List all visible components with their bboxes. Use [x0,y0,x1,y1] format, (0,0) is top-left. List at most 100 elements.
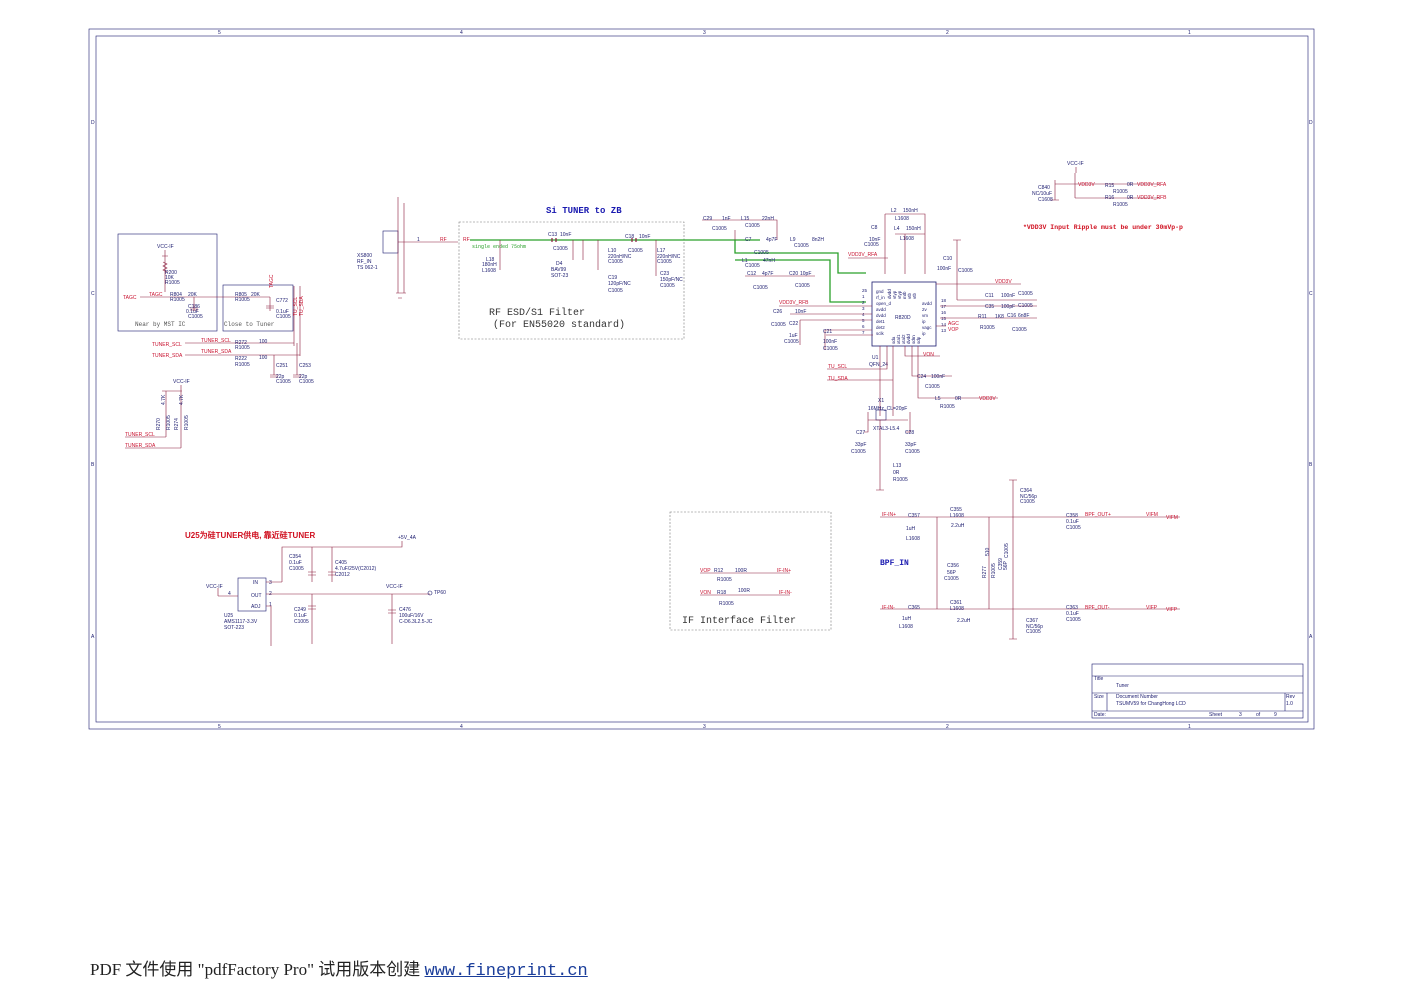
u1-pin-top: vtb [912,292,917,299]
l2-ref: L2 [891,208,897,214]
c19-val: 120pF/NC [608,281,631,287]
tuner-scl-net: TUNER_SCL [152,342,182,348]
c359-val: 56P [1003,560,1009,570]
r15-val: 0R [1127,182,1134,188]
u1-pin-left: det1 [876,319,885,324]
vdd3v-rfa-net-2: VDD3V_RFA [1137,182,1167,188]
l15-pkg: C1005 [745,223,760,229]
c35-val: 100pF [1001,304,1015,310]
close-tuner-box [222,284,294,332]
u25-pin3: 3 [269,580,272,586]
c249-ref: C249 [294,607,306,613]
r222-ref: R222 [235,356,247,362]
c21-pkg: C1005 [823,346,838,352]
c19-pkg: C1005 [608,288,623,294]
u1-pin-left: rf_in [876,295,885,300]
u1-pin-right: vagc [922,325,932,330]
l2-pkg: L1608 [895,216,909,222]
c357-val: 1uH [906,526,916,532]
d4-val: BAV99 [551,267,566,273]
outer-border [88,28,1315,730]
d4-ref: D4 [556,261,563,267]
rev-value: 1.0 [1286,701,1293,707]
c253-pkg: C1005 [299,379,314,385]
c21-ref: C21 [823,329,832,335]
bpf-out-n-net: BPF_OUT- [1085,605,1110,611]
c357-pkg: L1608 [906,536,920,542]
u1-pin-right: ip [922,319,926,324]
l15-val: 22nH [762,216,774,222]
c361-ref: C361 [950,600,962,606]
c840-val: NC/10uF [1032,191,1052,197]
c27-ref: C27 [856,430,865,436]
r12-ref: R12 [714,568,723,574]
u1-pkg: QFN_24 [869,362,888,368]
c840-pkg: C1608 [1038,197,1053,203]
c365-val: 1uH [902,616,912,622]
near-mst-label: Near by MST IC [135,321,186,328]
l15-ref: L15 [741,216,750,222]
footer-link[interactable]: www.fineprint.cn [424,962,588,981]
u1-pin-left: dvdd [876,313,886,318]
u1-pin-bottom: sdrn [911,335,916,344]
tuner-scl-net-2: TUNER_SCL [201,338,231,344]
u25-val: AMS1117-3.3V [224,619,258,625]
u1-pin-num-left: 2 [862,300,865,305]
tu-sda-net: TU_SDA [828,376,848,382]
r272-pkg: R1005 [235,345,250,351]
vcc-if-label-4: VCC-IF [206,584,223,590]
l2-val: 150nH [903,208,918,214]
c10-ref: C10 [943,256,952,262]
l17-val: 220nH/NC [657,254,681,260]
r277-pkg: R1005 [991,563,997,578]
u1-pin-bottom: sdp [916,336,921,344]
docnum-value: TSUMV59 for ChangHong LCD [1116,701,1186,707]
c35-pkg: C1005 [1018,303,1033,309]
sheet-total: 9 [1274,712,1277,718]
u25-pkg: SOT-223 [224,625,244,631]
l4-ref: L4 [894,226,900,232]
u1-pin-top: vtyp [892,290,897,299]
vcc-if-label-3: VCC-IF [1067,161,1084,167]
zone-number-bottom: 1 [1188,724,1191,730]
r804-pkg: R1005 [170,297,185,303]
c772-val: 0.1uF [276,309,289,315]
zone-letter-left: B [91,462,95,468]
l13-val: 0R [893,470,900,476]
r16-val: 0R [1127,195,1134,201]
rf-filter-title-1: RF ESD/S1 Filter [489,307,585,319]
c7-ref: C7 [745,237,752,243]
c19-ref: C19 [608,275,617,281]
tp60-label: TP60 [434,590,446,596]
c186-pkg: C1005 [188,314,203,320]
l1-ref: L1 [742,258,748,264]
u1-pin-bottom: sda [891,336,896,344]
u1-pin-top: vtyp [897,290,902,299]
r12-val: 100R [735,568,747,574]
r18-val: 100R [738,588,750,594]
c363-pkg: C1005 [1066,617,1081,623]
u1-pin-left: sclk [876,331,884,336]
tu-scl-net: TU_SCL [828,364,847,370]
l18-ref: L18 [486,257,495,263]
zone-number-top: 1 [1188,30,1191,36]
tuner-scl-net-3: TUNER_SCL [125,432,155,438]
c357-ref: C357 [908,513,920,519]
c361-val: 2.2uH [957,618,971,624]
zone-number-top: 5 [218,30,221,36]
title-value: Tuner [1116,683,1129,689]
vdd3v-net: VDD3V [995,279,1012,285]
c18-pkg: C1005 [628,248,643,254]
single-ended-note: single ended 75ohm [472,244,526,250]
l18-val: 180nH [482,262,497,268]
c367-val: NC/56p [1026,624,1043,630]
u1-pin-bottom: xtal1 [896,334,901,344]
c365-ref: C365 [908,605,920,611]
c29-pkg: C1005 [712,226,727,232]
u1-pin-num-left: 3 [862,306,865,311]
tu-scl-vert: TU_SCL [293,297,299,316]
ripple-note: *VDD3V Input Ripple must be under 30mVp-… [1023,224,1183,231]
pdf-footer: PDF 文件使用 "pdfFactory Pro" 试用版本创建 www.fin… [90,955,588,981]
r16-pkg: R1005 [1113,202,1128,208]
